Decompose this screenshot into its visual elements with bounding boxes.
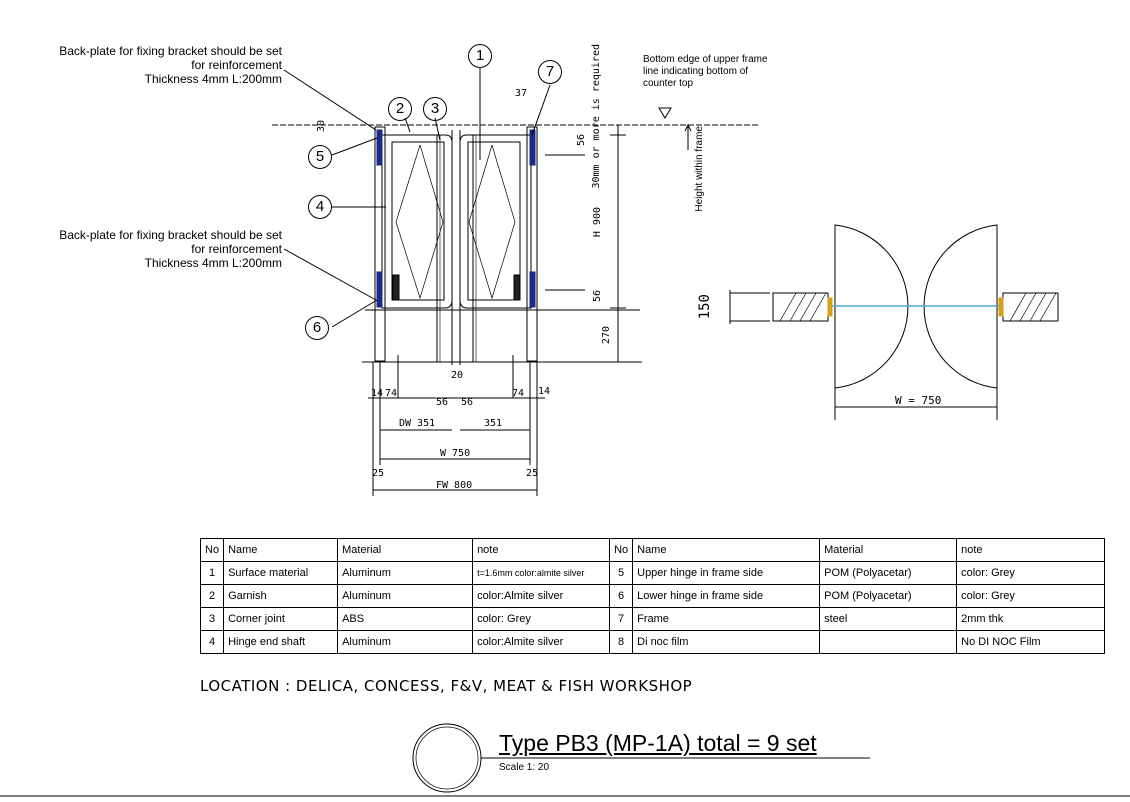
height-within-frame-label: Height within frame [694, 126, 705, 212]
hinge-lower-right [529, 271, 536, 308]
level-marker [658, 107, 672, 119]
header-material-2: Material [819, 538, 958, 562]
dim-14-right: 14 [538, 386, 551, 397]
left-door-inner [391, 141, 445, 301]
right-frame-post [526, 126, 538, 362]
table-header-row: No Name Material note No Name Material n… [199, 538, 1105, 562]
header-no: No [199, 538, 225, 562]
dim-270: 270 [601, 326, 612, 345]
callout-4: 4 [308, 195, 332, 219]
parts-table: No Name Material note No Name Material n… [199, 538, 1105, 654]
table-row: 3 Corner joint ABS color: Grey 7 Frame s… [199, 607, 1105, 631]
dim-56-left: 56 [436, 397, 449, 408]
dim-56-top: 56 [576, 134, 587, 147]
backplate-note-lower: Back-plate for fixing bracket should be … [59, 228, 282, 270]
dim-dw351: DW 351 [399, 418, 436, 429]
hinge-lower-left [376, 271, 383, 308]
left-swing-arc [834, 224, 909, 389]
header-material: Material [337, 538, 474, 562]
plan-right-post [1002, 292, 1059, 322]
callout-5: 5 [308, 145, 332, 169]
dim-plan-150: 150 [697, 294, 713, 320]
plan-left-post [772, 292, 829, 322]
hinge-upper-right [529, 129, 536, 166]
backplate-note-upper: Back-plate for fixing bracket should be … [59, 44, 282, 86]
title-circle [412, 723, 482, 793]
dim-14-left: 14 [371, 388, 384, 399]
callout-6: 6 [305, 316, 329, 340]
right-door-diamond [468, 144, 516, 300]
header-name-2: Name [632, 538, 821, 562]
left-frame-post [374, 126, 386, 362]
dim-74-right: 74 [512, 388, 525, 399]
callout-1: 1 [468, 44, 492, 68]
table-row: 4 Hinge end shaft Aluminum color:Almite … [199, 630, 1105, 654]
header-note: note [472, 538, 611, 562]
dim-56-right: 56 [461, 397, 474, 408]
bottom-edge-note: Bottom edge of upper frame line indicati… [643, 54, 768, 89]
hinge-upper-left [376, 129, 383, 166]
drawing-scale: Scale 1: 20 [499, 762, 550, 773]
dim-25-right: 25 [526, 468, 539, 479]
right-swing-arc [923, 224, 998, 389]
location-label: LOCATION : DELICA, CONCESS, F&V, MEAT & … [200, 677, 693, 695]
callout-2: 2 [388, 97, 412, 121]
dim-37: 37 [515, 88, 528, 99]
dim-20: 20 [451, 370, 464, 381]
dim-74-left: 74 [385, 388, 398, 399]
dim-25-left: 25 [372, 468, 385, 479]
dim-plan-w750: W = 750 [895, 394, 942, 407]
required-note: 30mm or more is required [591, 44, 602, 189]
dim-30: 30 [316, 120, 327, 133]
dim-351: 351 [484, 418, 503, 429]
table-row: 2 Garnish Aluminum color:Almite silver 6… [199, 584, 1105, 608]
dim-fw800: FW 800 [436, 480, 473, 491]
drawing-title: Type PB3 (MP-1A) total = 9 set [499, 730, 817, 756]
callout-7: 7 [538, 60, 562, 84]
dim-56-bottom: 56 [592, 290, 603, 303]
dim-h900: H 900 [592, 207, 603, 238]
table-row: 1 Surface material Aluminum t=1.6mm colo… [199, 561, 1105, 585]
left-door-diamond [395, 144, 444, 300]
callout-3: 3 [423, 97, 447, 121]
header-note-2: note [956, 538, 1105, 562]
header-no-2: No [609, 538, 634, 562]
right-door-inner [467, 141, 521, 301]
header-name: Name [223, 538, 339, 562]
dim-w750: W 750 [440, 448, 471, 459]
